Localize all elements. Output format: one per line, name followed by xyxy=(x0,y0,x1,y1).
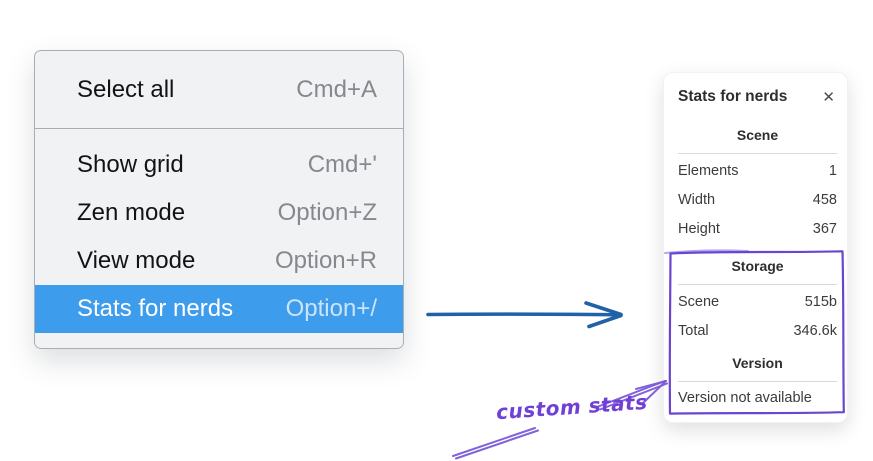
divider xyxy=(678,381,837,382)
pointer-arrow-icon xyxy=(426,301,623,329)
stat-row-scene-storage: Scene 515b xyxy=(678,287,837,316)
menu-item-shortcut: Option+Z xyxy=(277,199,377,226)
stat-row-elements: Elements 1 xyxy=(678,156,837,185)
stat-value: 515b xyxy=(804,293,837,310)
scene-section-heading: Scene xyxy=(736,127,779,143)
stat-label: Width xyxy=(678,191,716,208)
menu-item-view-mode[interactable]: View mode Option+R xyxy=(35,237,403,285)
stat-label: Height xyxy=(678,220,720,237)
version-section-heading: Version xyxy=(732,355,783,371)
stat-label: Scene xyxy=(678,293,720,310)
menu-item-stats-for-nerds[interactable]: Stats for nerds Option+/ xyxy=(35,285,403,333)
menu-item-select-all[interactable]: Select all Cmd+A xyxy=(35,51,403,128)
menu-separator xyxy=(35,128,403,129)
menu-item-label: Zen mode xyxy=(77,199,186,226)
stat-value: 458 xyxy=(812,191,837,208)
divider xyxy=(678,153,837,154)
menu-item-show-grid[interactable]: Show grid Cmd+' xyxy=(35,141,403,189)
menu-item-shortcut: Option+R xyxy=(274,247,377,274)
menu-section: Show grid Cmd+' Zen mode Option+Z View m… xyxy=(35,129,403,333)
menu-item-zen-mode[interactable]: Zen mode Option+Z xyxy=(35,189,403,237)
version-note: Version not available xyxy=(678,390,812,406)
stats-panel: Stats for nerds ✕ Scene Elements 1 Width… xyxy=(663,72,848,423)
menu-item-label: Select all xyxy=(77,75,175,103)
stat-value: 1 xyxy=(828,162,837,179)
menu-item-shortcut: Option+/ xyxy=(285,295,377,322)
stat-row-width: Width 458 xyxy=(678,185,837,214)
stat-value: 367 xyxy=(812,220,837,237)
annotation-label: custom stats xyxy=(495,389,649,425)
menu-item-label: View mode xyxy=(77,247,196,274)
stats-panel-title: Stats for nerds xyxy=(678,88,788,105)
stat-label: Elements xyxy=(678,162,739,179)
close-icon[interactable]: ✕ xyxy=(822,88,835,106)
storage-section-heading: Storage xyxy=(731,258,784,274)
stat-row-height: Height 367 xyxy=(678,214,837,243)
stat-row-total-storage: Total 346.6k xyxy=(678,316,837,345)
menu-item-shortcut: Cmd+A xyxy=(296,75,377,103)
stats-panel-header: Stats for nerds ✕ xyxy=(678,86,837,108)
menu-item-label: Stats for nerds xyxy=(77,295,234,322)
stat-value: 346.6k xyxy=(793,322,837,339)
menu-item-shortcut: Cmd+' xyxy=(307,151,377,178)
context-menu: Select all Cmd+A Show grid Cmd+' Zen mod… xyxy=(34,50,404,349)
divider xyxy=(678,284,837,285)
menu-item-label: Show grid xyxy=(77,151,184,178)
stat-label: Total xyxy=(678,322,709,339)
